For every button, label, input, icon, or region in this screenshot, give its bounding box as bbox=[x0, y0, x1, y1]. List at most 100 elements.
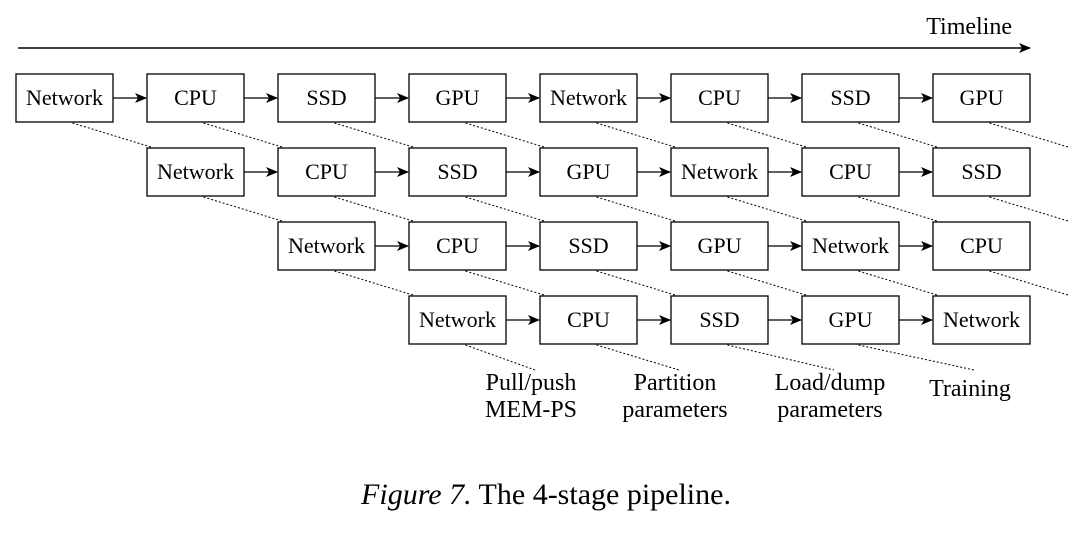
dotted-connector bbox=[596, 122, 676, 148]
stage-box-ssd: SSD bbox=[539, 221, 638, 271]
dotted-connector bbox=[858, 270, 938, 296]
stage-label: Network bbox=[288, 233, 365, 258]
stage-box-cpu: CPU bbox=[539, 295, 638, 345]
stage-box-cpu: CPU bbox=[932, 221, 1031, 271]
stage-box-network: Network bbox=[801, 221, 900, 271]
stage-box-cpu: CPU bbox=[408, 221, 507, 271]
stage-box-gpu: GPU bbox=[801, 295, 900, 345]
dotted-connector bbox=[334, 122, 414, 148]
dotted-connector bbox=[596, 196, 676, 222]
stage-box-network: Network bbox=[408, 295, 507, 345]
pipeline-row-1: Network CPU SSD GPU Network CPU SSD GPU bbox=[15, 73, 1031, 123]
stage-label: GPU bbox=[959, 85, 1003, 110]
stage-label: Network bbox=[681, 159, 758, 184]
stage-label: CPU bbox=[698, 85, 741, 110]
dotted-connector bbox=[989, 196, 1069, 222]
dotted-connector bbox=[989, 270, 1069, 296]
stage-label: SSD bbox=[961, 159, 1001, 184]
dotted-leader bbox=[858, 344, 975, 371]
stage-label: Network bbox=[550, 85, 627, 110]
dotted-connector bbox=[465, 196, 545, 222]
stage-label: SSD bbox=[437, 159, 477, 184]
dotted-leader bbox=[727, 344, 835, 371]
stage-description-line: parameters bbox=[622, 397, 727, 423]
stage-box-gpu: GPU bbox=[539, 147, 638, 197]
dotted-connector bbox=[72, 122, 152, 148]
stage-label: Network bbox=[812, 233, 889, 258]
stage-description-line: Pull/push bbox=[486, 370, 577, 396]
stage-box-network: Network bbox=[277, 221, 376, 271]
dotted-connector bbox=[989, 122, 1069, 148]
dotted-connector bbox=[334, 270, 414, 296]
dotted-connector bbox=[203, 196, 283, 222]
stage-box-ssd: SSD bbox=[277, 73, 376, 123]
dotted-connector bbox=[465, 122, 545, 148]
stage-label: GPU bbox=[435, 85, 479, 110]
stage-label: GPU bbox=[697, 233, 741, 258]
stage-label: Network bbox=[419, 307, 496, 332]
figure-number: Figure 7. bbox=[361, 478, 472, 511]
dotted-connector bbox=[727, 122, 807, 148]
stage-box-network: Network bbox=[15, 73, 114, 123]
dotted-connector bbox=[727, 196, 807, 222]
pipeline-row-3: Network CPU SSD GPU Network CPU bbox=[277, 221, 1031, 271]
stage-label: Network bbox=[943, 307, 1020, 332]
stage-label: Network bbox=[26, 85, 103, 110]
stage-box-gpu: GPU bbox=[932, 73, 1031, 123]
dotted-connector bbox=[727, 270, 807, 296]
stage-box-network: Network bbox=[539, 73, 638, 123]
stage-description-line: Training bbox=[929, 376, 1011, 402]
stage-label: GPU bbox=[566, 159, 610, 184]
stage-label: SSD bbox=[830, 85, 870, 110]
stage-box-cpu: CPU bbox=[670, 73, 769, 123]
stage-label: CPU bbox=[960, 233, 1003, 258]
stage-label: GPU bbox=[828, 307, 872, 332]
caption-text: The 4-stage pipeline. bbox=[478, 478, 731, 511]
pipeline-row-2: Network CPU SSD GPU Network CPU SSD bbox=[146, 147, 1031, 197]
stage-connectors bbox=[72, 122, 1069, 371]
stage-label: SSD bbox=[568, 233, 608, 258]
stage-description-line: MEM-PS bbox=[485, 397, 577, 423]
stage-box-cpu: CPU bbox=[277, 147, 376, 197]
figure-caption: Figure 7. The 4-stage pipeline. bbox=[0, 478, 1092, 512]
stage-box-gpu: GPU bbox=[670, 221, 769, 271]
stage-description-line: parameters bbox=[777, 397, 882, 423]
stage-label: Network bbox=[157, 159, 234, 184]
stage-description: Training bbox=[929, 376, 1011, 402]
dotted-connector bbox=[334, 196, 414, 222]
stage-box-network: Network bbox=[146, 147, 245, 197]
pipeline-row-4: Network CPU SSD GPU Network bbox=[408, 295, 1031, 345]
stage-description-line: Partition bbox=[634, 370, 717, 396]
stage-box-network: Network bbox=[932, 295, 1031, 345]
stage-box-ssd: SSD bbox=[408, 147, 507, 197]
stage-box-ssd: SSD bbox=[801, 73, 900, 123]
stage-box-ssd: SSD bbox=[670, 295, 769, 345]
stage-label: CPU bbox=[305, 159, 348, 184]
stage-label: CPU bbox=[436, 233, 479, 258]
stage-label: CPU bbox=[174, 85, 217, 110]
dotted-leader bbox=[596, 344, 680, 371]
stage-label: CPU bbox=[567, 307, 610, 332]
stage-label: CPU bbox=[829, 159, 872, 184]
stage-box-gpu: GPU bbox=[408, 73, 507, 123]
stage-label: SSD bbox=[699, 307, 739, 332]
stage-description-line: Load/dump bbox=[775, 370, 886, 396]
dotted-connector bbox=[858, 196, 938, 222]
dotted-connector bbox=[465, 270, 545, 296]
stage-box-cpu: CPU bbox=[146, 73, 245, 123]
dotted-leader bbox=[465, 344, 536, 371]
stage-box-ssd: SSD bbox=[932, 147, 1031, 197]
dotted-connector bbox=[203, 122, 283, 148]
dotted-connector bbox=[858, 122, 938, 148]
dotted-connector bbox=[596, 270, 676, 296]
stage-box-cpu: CPU bbox=[801, 147, 900, 197]
timeline-label: Timeline bbox=[926, 14, 1012, 40]
stage-labels: Pull/pushMEM-PSPartitionparametersLoad/d… bbox=[485, 370, 1011, 423]
stage-label: SSD bbox=[306, 85, 346, 110]
stage-box-network: Network bbox=[670, 147, 769, 197]
